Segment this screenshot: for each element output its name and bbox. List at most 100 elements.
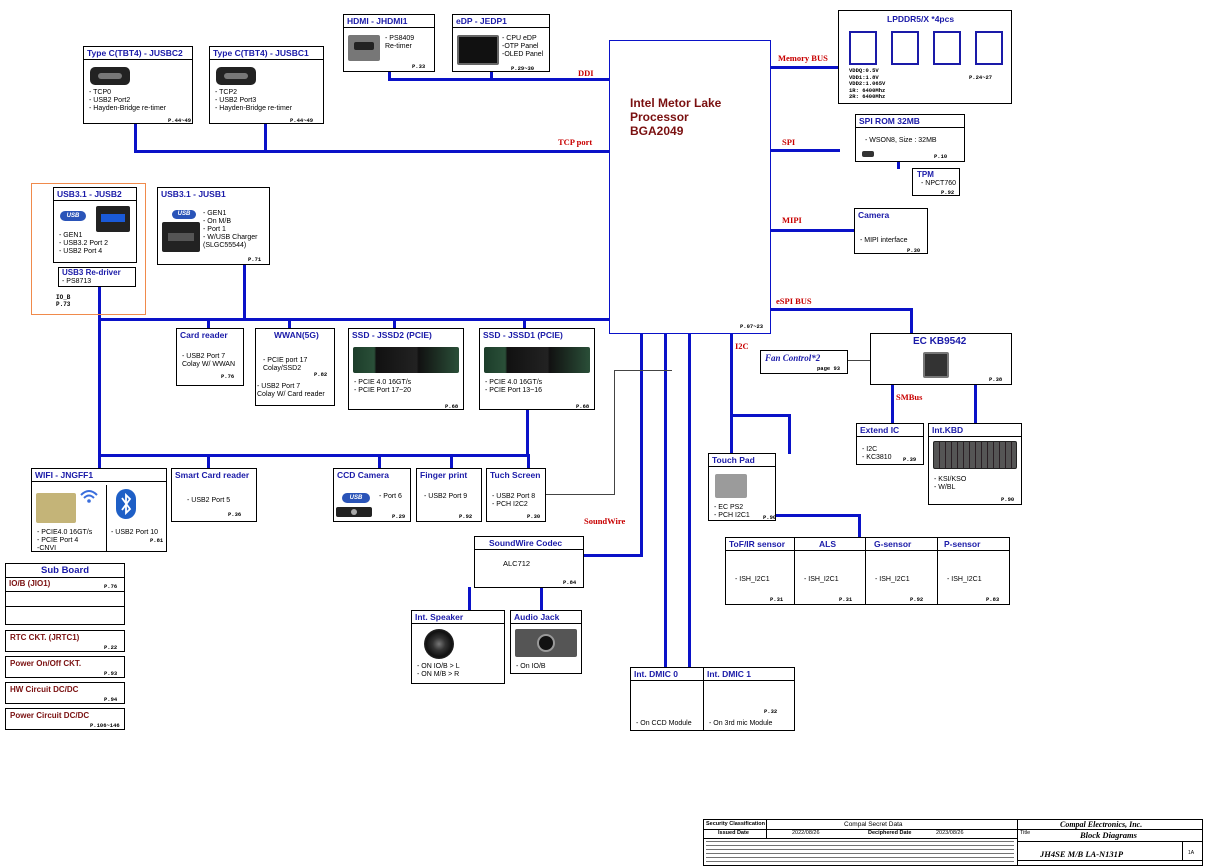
redriver-title: USB3 Re-driver — [62, 268, 121, 277]
cardreader-title: Card reader — [180, 330, 228, 340]
mipi-label: MIPI — [782, 215, 802, 225]
spi-label: SPI — [782, 137, 796, 147]
memory-bus-label: Memory BUS — [778, 53, 828, 63]
finger-desc: - USB2 Port 9 — [424, 493, 468, 500]
tb-deciph-label: Deciphered Date — [868, 830, 912, 836]
ssd2-image — [353, 347, 459, 373]
typec2-port-image — [90, 67, 130, 85]
dmic0-desc: - On CCD Module — [636, 720, 692, 727]
wifi-title: WIFI - JNGFF1 — [32, 469, 166, 482]
jack-title: Audio Jack — [511, 611, 581, 624]
dmic-block: Int. DMIC 0 - On CCD Module Int. DMIC 1 … — [630, 667, 795, 731]
dmic1-title: Int. DMIC 1 — [704, 668, 794, 681]
hw-dcdc-block: HW Circuit DC/DC P.94 — [5, 682, 125, 704]
sensor-als-title: ALS — [795, 538, 865, 551]
typec1-block: Type C(TBT4) - JUSBC1 - TCP2 - USB2 Port… — [209, 46, 324, 124]
cardreader-page: P.76 — [221, 373, 235, 380]
ccd-camera-image — [336, 507, 372, 517]
usb2-block: USB3.1 - JUSB2 USB - GEN1 - USB3.2 Port … — [53, 187, 137, 263]
codec-desc: ALC712 — [503, 559, 531, 568]
sensor-p-page: P.83 — [986, 596, 1000, 603]
tb-rev-value: 1A — [1188, 850, 1195, 856]
extendic-title: Extend IC — [857, 424, 923, 437]
wwan-block: WWAN(5G) - PCIE port 17 Colay/SSD2 P.82 … — [255, 328, 335, 406]
usb1-desc: - GEN1 - On M/B - Port 1 - W/USB Charger… — [203, 210, 258, 249]
wifi-icon — [80, 489, 98, 503]
title-block: Security Classification Compal Secret Da… — [703, 819, 1203, 866]
dmic0-title: Int. DMIC 0 — [631, 668, 703, 681]
usb2-logo-icon: USB — [60, 211, 86, 221]
sensor-g-title: G-sensor — [866, 538, 937, 551]
typec2-title: Type C(TBT4) - JUSBC2 — [84, 47, 192, 60]
cpu-page: P.07~23 — [740, 323, 764, 330]
camera-title: Camera — [858, 210, 890, 220]
tb-sec-label: Security Classification — [706, 821, 765, 827]
redriver-block: USB3 Re-driver - PS8713 — [58, 267, 136, 287]
hdmi-block: HDMI - JHDMI1 - PS8409 Re-timer P.33 — [343, 14, 435, 72]
codec-page: P.84 — [563, 579, 577, 586]
ssd1-page: P.68 — [576, 403, 590, 410]
ssd1-image — [484, 347, 590, 373]
subboard-block: Sub Board IO/B (JIO1) P.76 — [5, 563, 125, 625]
sensor-tof-page: P.31 — [770, 596, 784, 603]
ccd-desc: - Port 6 — [379, 493, 402, 500]
power-dcdc-page: P.106~146 — [90, 722, 120, 729]
tpm-title: TPM — [917, 170, 934, 179]
subboard-iob-page: P.76 — [104, 583, 118, 590]
touchpad-block: Touch Pad - EC PS2 - PCH I2C1 P.90 — [708, 453, 776, 521]
touchpad-image — [715, 474, 747, 498]
touchpad-desc: - EC PS2 - PCH I2C1 — [714, 504, 750, 519]
codec-title: SoundWire Codec — [475, 537, 583, 550]
lpddr-block: LPDDR5/X *4pcs VDDQ:0.5V VDD1:1.8V VDD2:… — [838, 10, 1012, 104]
i2c-label: I2C — [735, 341, 749, 351]
ec-block: EC KB9542 P.38 — [870, 333, 1012, 385]
tb-title-value: Block Diagrams — [1080, 830, 1137, 840]
soundwire-label: SoundWire — [584, 516, 626, 526]
touchpad-title: Touch Pad — [709, 454, 775, 467]
ssd1-title: SSD - JSSD1 (PCIE) — [483, 330, 563, 340]
kbd-desc: - KSI/KSO - W/BL — [934, 476, 967, 491]
jack-desc: - On IO/B — [516, 663, 546, 670]
typec2-page: P.44~49 — [168, 117, 192, 124]
cpu-title: Intel Metor Lake Processor BGA2049 — [630, 96, 722, 138]
sensor-als: ALS - ISH_I2C1 P.31 — [795, 538, 866, 604]
kbd-image — [933, 441, 1017, 469]
speaker-desc: - ON IO/B > L - ON M/B > R — [417, 663, 460, 678]
spirom-block: SPI ROM 32MB - WSON8, Size : 32MB P.10 — [855, 114, 965, 162]
wifi-block: WIFI - JNGFF1 - PCIE4.0 16GT/s - PCIE Po… — [31, 468, 167, 552]
sensor-g: G-sensor - ISH_I2C1 P.92 — [866, 538, 938, 604]
power-dcdc-title: Power Circuit DC/DC — [10, 711, 90, 720]
power-onoff-block: Power On/Off CKT. P.93 — [5, 656, 125, 678]
hw-dcdc-page: P.94 — [104, 696, 118, 703]
wwan-desc-2: - USB2 Port 7 Colay W/ Card reader — [257, 383, 325, 398]
spirom-title: SPI ROM 32MB — [856, 115, 964, 128]
spirom-chip-image — [862, 151, 874, 157]
hw-dcdc-title: HW Circuit DC/DC — [10, 685, 79, 694]
hdmi-title: HDMI - JHDMI1 — [344, 15, 434, 28]
hdmi-page: P.33 — [412, 63, 426, 70]
tb-issued-value: 2022/08/26 — [792, 830, 820, 836]
wifi-page: P.81 — [150, 537, 164, 544]
cpu-block: Intel Metor Lake Processor BGA2049 P.07~… — [609, 40, 771, 334]
tb-deciph-value: 2023/08/26 — [936, 830, 964, 836]
bt-desc: - USB2 Port 10 — [111, 529, 159, 536]
camera-page: P.30 — [907, 247, 921, 254]
usb2-port-image — [96, 206, 130, 232]
wifi-desc: - PCIE4.0 16GT/s - PCIE Port 4 -CNVI — [37, 529, 93, 552]
wwan-title: WWAN(5G) — [274, 330, 319, 340]
typec1-page: P.44~49 — [290, 117, 314, 124]
typec2-block: Type C(TBT4) - JUSBC2 - TCP0 - USB2 Port… — [83, 46, 193, 124]
usb1-port-image — [162, 222, 200, 252]
ccd-title: CCD Camera — [337, 470, 389, 480]
power-dcdc-block: Power Circuit DC/DC P.106~146 — [5, 708, 125, 730]
kbd-page: P.90 — [1001, 496, 1015, 503]
smartcard-title: Smart Card reader — [175, 470, 250, 480]
touchpad-page: P.90 — [763, 514, 777, 521]
sensor-g-desc: - ISH_I2C1 — [875, 576, 910, 583]
kbd-title: Int.KBD — [929, 424, 1021, 437]
espi-label: eSPI BUS — [776, 296, 812, 306]
finger-block: Finger print - USB2 Port 9 P.92 — [416, 468, 482, 522]
edp-desc: - CPU eDP -OTP Panel -OLED Panel — [502, 35, 544, 58]
rtc-title: RTC CKT. (JRTC1) — [10, 633, 80, 642]
fan-control-page: page 93 — [817, 365, 841, 372]
